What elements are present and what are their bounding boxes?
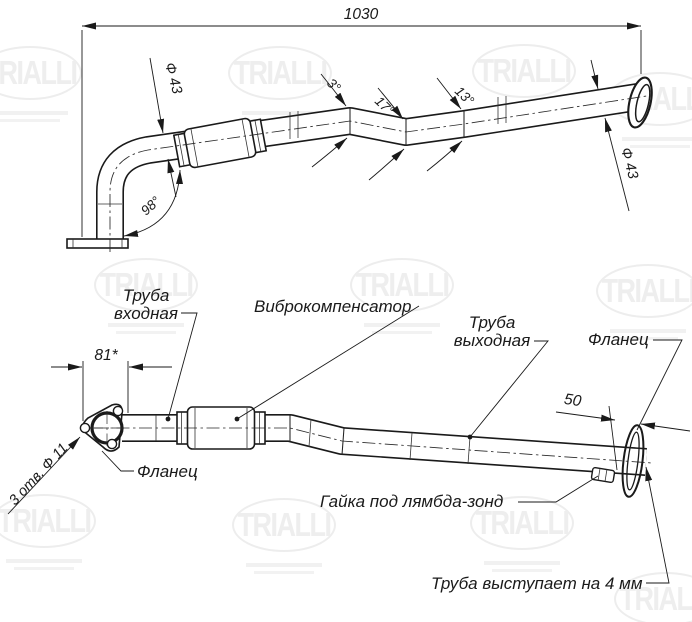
watermark-logo: TRIALLI <box>0 494 96 570</box>
centerline-bottom <box>94 427 653 464</box>
dim-overall: 1030 <box>81 6 642 237</box>
flange-bolt-hole <box>106 438 118 450</box>
angle-13-text: 13° <box>452 83 478 108</box>
lambda-nut-callout: Гайка под лямбда-зонд <box>320 475 599 511</box>
dim-50: 50 <box>555 391 691 471</box>
bottom-view: 81* 3 отв. Ф 11 Фланец Труба входная <box>6 286 691 593</box>
watermark-brand: TRIALLI <box>237 506 332 543</box>
watermark-logo: TRIALLI <box>94 258 198 334</box>
watermark-subtext-lines <box>596 329 692 340</box>
top-view: 1030 Ф 43 98° 3° 17° <box>66 6 653 252</box>
label-outlet-pipe-line2: выходная <box>454 331 530 350</box>
dim-50-text: 50 <box>563 391 583 410</box>
watermark-oval: TRIALLI <box>0 494 96 548</box>
holes-callout: 3 отв. Ф 11 <box>6 436 81 515</box>
watermark-oval: TRIALLI <box>472 44 576 98</box>
label-protrusion: Труба выступает на 4 мм <box>431 574 643 593</box>
flange-outlet-top <box>627 76 653 129</box>
angle-98-callout: 98° <box>123 169 183 237</box>
dia-callout-inlet: Ф 43 <box>149 57 185 198</box>
watermark-logo: TRIALLI <box>614 572 692 622</box>
vibro-callout: Виброкомпенсатор <box>234 297 420 422</box>
leader-dot <box>467 434 473 440</box>
label-inlet-pipe-line1: Труба <box>123 286 170 305</box>
protrusion-callout: Труба выступает на 4 мм <box>431 466 670 593</box>
flange-right-callout: Фланец <box>588 330 683 431</box>
watermark-brand: TRIALLI <box>0 502 92 539</box>
dia-outlet-text: Ф 43 <box>617 146 641 181</box>
label-flange-left: Фланец <box>137 462 198 481</box>
watermark-oval: TRIALLI <box>350 258 454 312</box>
outlet-pipe-callout: Труба выходная <box>454 313 549 440</box>
angle-3-text: 3° <box>324 75 344 95</box>
watermark-logo: TRIALLI <box>232 498 336 574</box>
dim-overall-length: 1030 <box>344 6 379 23</box>
watermark-brand: TRIALLI <box>0 54 78 91</box>
leader-dot <box>234 416 240 422</box>
lambda-nut <box>590 467 616 483</box>
watermark-subtext-lines <box>232 563 336 574</box>
label-lambda-nut: Гайка под лямбда-зонд <box>320 492 503 511</box>
label-holes: 3 отв. Ф 11 <box>6 440 71 508</box>
watermark-logo: TRIALLI <box>228 46 332 122</box>
dim-81: 81* <box>51 347 172 421</box>
leader-dot <box>165 416 171 422</box>
watermark-logo: TRIALLI <box>472 44 576 120</box>
watermark-brand: TRIALLI <box>477 52 572 89</box>
watermark-brand: TRIALLI <box>355 266 450 303</box>
label-flange-right: Фланец <box>588 330 649 349</box>
watermark-oval: TRIALLI <box>470 496 574 550</box>
bellows-top <box>172 117 268 169</box>
watermark-subtext-lines <box>350 323 454 334</box>
flange-bolt-hole <box>112 405 124 417</box>
flange-inlet-top <box>66 238 129 249</box>
label-outlet-pipe-line1: Труба <box>469 313 516 332</box>
watermark-oval: TRIALLI <box>0 46 82 100</box>
flange-outlet-bottom <box>621 424 645 498</box>
watermark-oval: TRIALLI <box>232 498 336 552</box>
label-vibro: Виброкомпенсатор <box>254 297 411 316</box>
watermark-subtext-lines <box>470 561 574 572</box>
watermark-brand: TRIALLI <box>619 580 692 617</box>
watermark-logo: TRIALLI <box>470 496 574 572</box>
watermark-subtext-lines <box>608 137 692 148</box>
watermark-oval: TRIALLI <box>614 572 692 622</box>
watermark-brand: TRIALLI <box>99 266 194 303</box>
watermark-subtext-lines <box>0 111 82 122</box>
watermark-brand: TRIALLI <box>601 272 692 309</box>
weld-seam-ticks-top <box>98 96 507 205</box>
watermark-logo: TRIALLI <box>596 264 692 340</box>
pipe-top-fill <box>97 84 640 246</box>
watermark-subtext-lines <box>0 559 96 570</box>
watermark-brand: TRIALLI <box>233 54 328 91</box>
label-inlet-pipe-line2: входная <box>114 304 178 323</box>
watermark-logo: TRIALLI <box>350 258 454 334</box>
watermark-logo: TRIALLI <box>0 46 82 122</box>
watermark-oval: TRIALLI <box>94 258 198 312</box>
weld-seam-ticks-bottom <box>155 414 471 465</box>
watermark-oval: TRIALLI <box>228 46 332 100</box>
watermark-subtext-lines <box>94 323 198 334</box>
dia-callout-outlet: Ф 43 <box>590 59 641 212</box>
centerline-top <box>109 95 651 252</box>
flange-bolt-hole <box>79 422 91 434</box>
inlet-pipe-callout: Труба входная <box>114 286 198 422</box>
dia-inlet-text: Ф 43 <box>161 61 185 96</box>
flange-left-callout: Фланец <box>101 450 198 481</box>
dim-81-text: 81* <box>94 347 118 364</box>
watermark-oval: TRIALLI <box>596 264 692 318</box>
angle-98-text: 98° <box>138 193 164 218</box>
watermark-brand: TRIALLI <box>475 504 570 541</box>
